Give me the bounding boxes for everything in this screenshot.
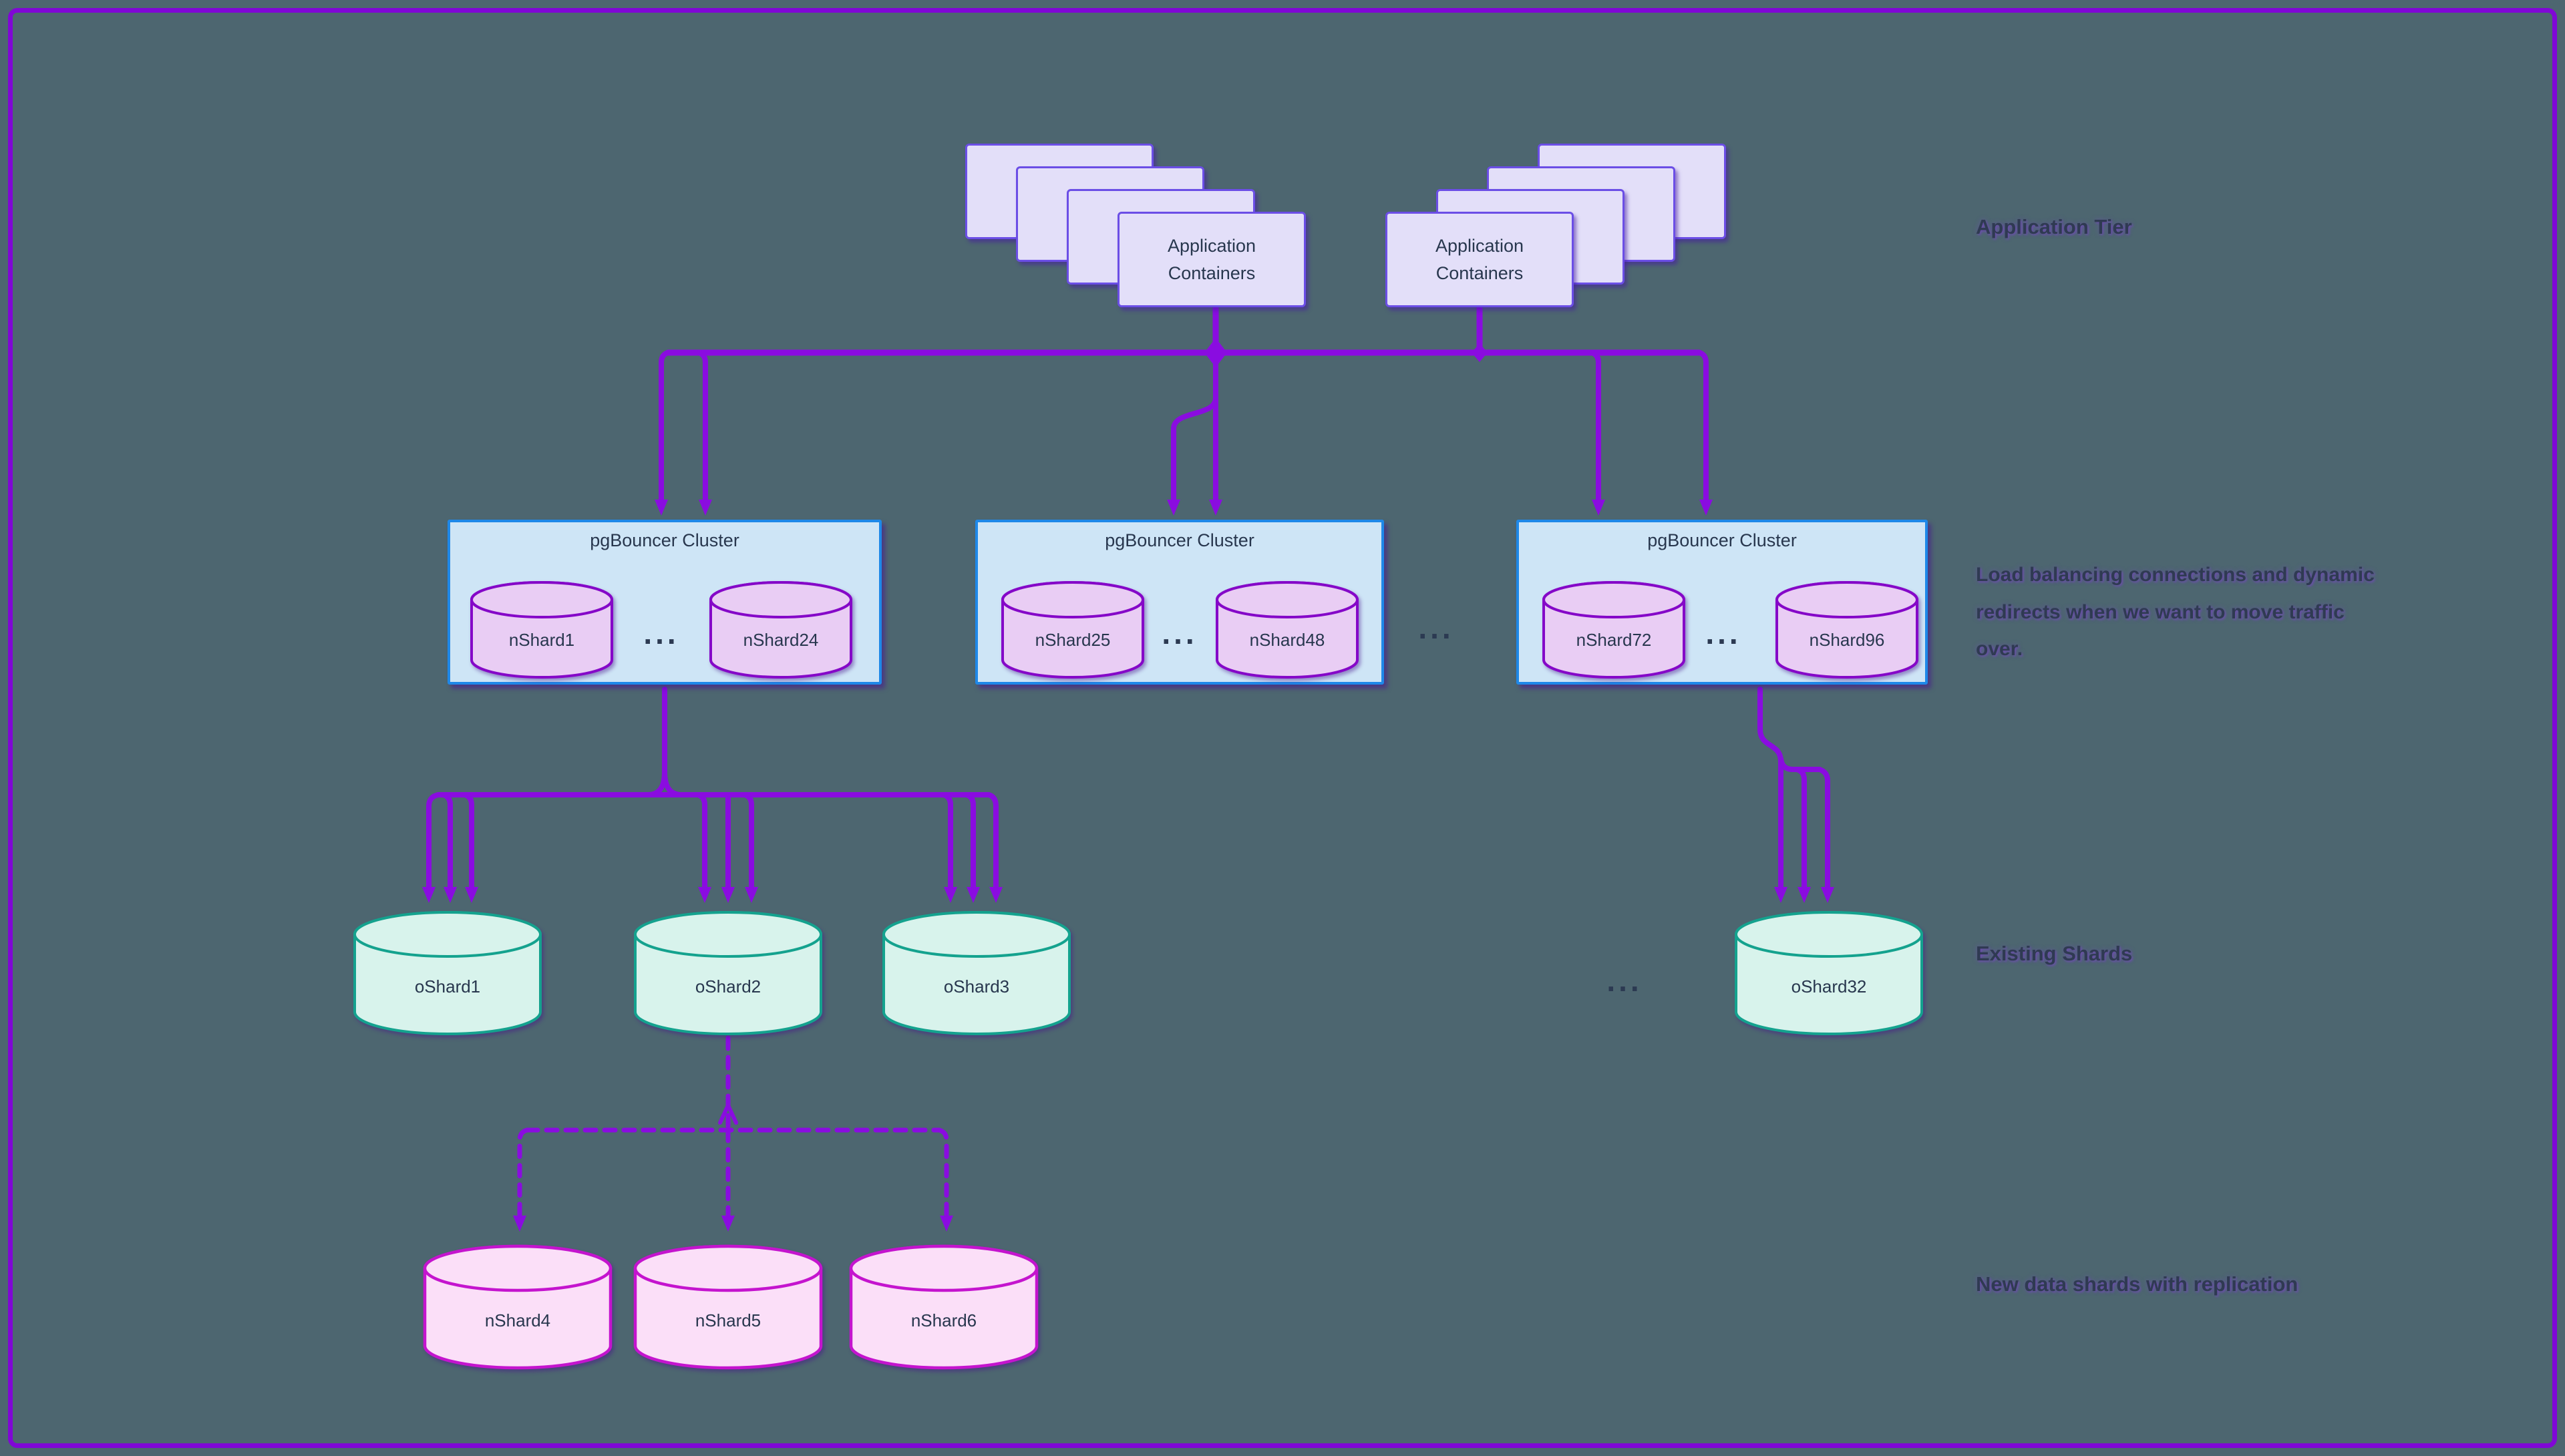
db-label: oShard32	[1791, 976, 1867, 996]
edge-to-oshard32-a	[1757, 687, 1787, 903]
edge-funnel-right	[662, 769, 684, 797]
db-label: nShard5	[695, 1310, 761, 1330]
db-label: nShard96	[1809, 630, 1885, 650]
db-cylinder-nshard24: nShard24	[708, 580, 854, 680]
cluster-title: pgBouncer Cluster	[590, 530, 739, 550]
db-cylinder-oshard3: oShard3	[881, 910, 1072, 1037]
db-cylinder-oshard1: oShard1	[352, 910, 543, 1037]
annotation-application-tier: Application Tier	[1976, 215, 2132, 238]
db-cylinder-nshard1: nShard1	[469, 580, 615, 680]
edge-to-oshard1-c	[462, 792, 478, 903]
edge-to-cluster1-b	[696, 350, 712, 516]
db-label: oShard3	[943, 976, 1010, 996]
db-label: oShard2	[695, 976, 761, 996]
db-label: nShard72	[1576, 630, 1652, 650]
db-cylinder-nshard4: nShard4	[422, 1244, 613, 1371]
db-cylinder-nshard25: nShard25	[1000, 580, 1146, 680]
db-cylinder-oshard32: oShard32	[1733, 910, 1924, 1037]
db-label: oShard1	[414, 976, 481, 996]
edge-to-oshard32-c	[1817, 767, 1834, 903]
edge-up-arrowhead	[718, 1103, 738, 1125]
cluster3-ellipsis: ...	[1705, 616, 1741, 651]
db-cylinder-oshard2: oShard2	[633, 910, 824, 1037]
app-containers-node: Application Containers	[1118, 212, 1306, 307]
cluster-title: pgBouncer Cluster	[1105, 530, 1254, 550]
cluster1-ellipsis: ...	[643, 616, 679, 651]
edge-to-cluster3-b	[1697, 350, 1713, 516]
edge-to-oshard32-b	[1794, 767, 1811, 903]
edge-to-oshard1-b	[441, 792, 457, 903]
edge-to-oshard3-b	[964, 792, 980, 903]
db-cylinder-nshard72: nShard72	[1541, 580, 1687, 680]
edge-to-cluster2-a	[1167, 350, 1218, 516]
edge-junction-small	[1472, 343, 1488, 362]
edge-to-cluster3-a	[1589, 350, 1605, 516]
db-label: nShard1	[508, 630, 575, 650]
cluster-row-ellipsis: ...	[1418, 610, 1454, 645]
db-label: nShard24	[743, 630, 819, 650]
db-cylinder-nshard48: nShard48	[1214, 580, 1360, 680]
edge-junction-diamond	[1204, 338, 1227, 367]
edge-to-oshard2-c	[742, 792, 758, 903]
annotation-new-shards: New data shards with replication	[1976, 1272, 2298, 1296]
edge-to-nshard6	[936, 1127, 953, 1232]
existing-shards-ellipsis: ...	[1606, 963, 1643, 998]
app-containers-label: Application Containers	[1435, 236, 1524, 283]
edge-to-oshard3-c	[986, 792, 1003, 903]
db-cylinder-nshard96: nShard96	[1774, 580, 1920, 680]
edge-to-nshard4	[513, 1127, 530, 1232]
app-containers-label: Application Containers	[1167, 236, 1256, 283]
edge-oshard32-minibus	[1778, 756, 1822, 772]
cluster2-ellipsis: ...	[1162, 616, 1198, 651]
cluster-title: pgBouncer Cluster	[1647, 530, 1797, 550]
annotation-load-balancing: Load balancing connections and dynamic r…	[1976, 564, 2375, 660]
db-label: nShard48	[1249, 630, 1325, 650]
annotation-existing-shards: Existing Shards	[1976, 942, 2133, 965]
db-cylinder-nshard5: nShard5	[633, 1244, 824, 1371]
db-cylinder-nshard6: nShard6	[848, 1244, 1039, 1371]
db-label: nShard6	[910, 1310, 977, 1330]
edge-to-cluster1-a	[655, 350, 671, 516]
db-label: nShard4	[484, 1310, 551, 1330]
app-containers-node: Application Containers	[1385, 212, 1574, 307]
edge-to-oshard1-a	[422, 792, 441, 903]
db-label: nShard25	[1035, 630, 1111, 650]
edge-to-oshard2-a	[695, 792, 711, 903]
edge-to-oshard3-a	[941, 792, 957, 903]
